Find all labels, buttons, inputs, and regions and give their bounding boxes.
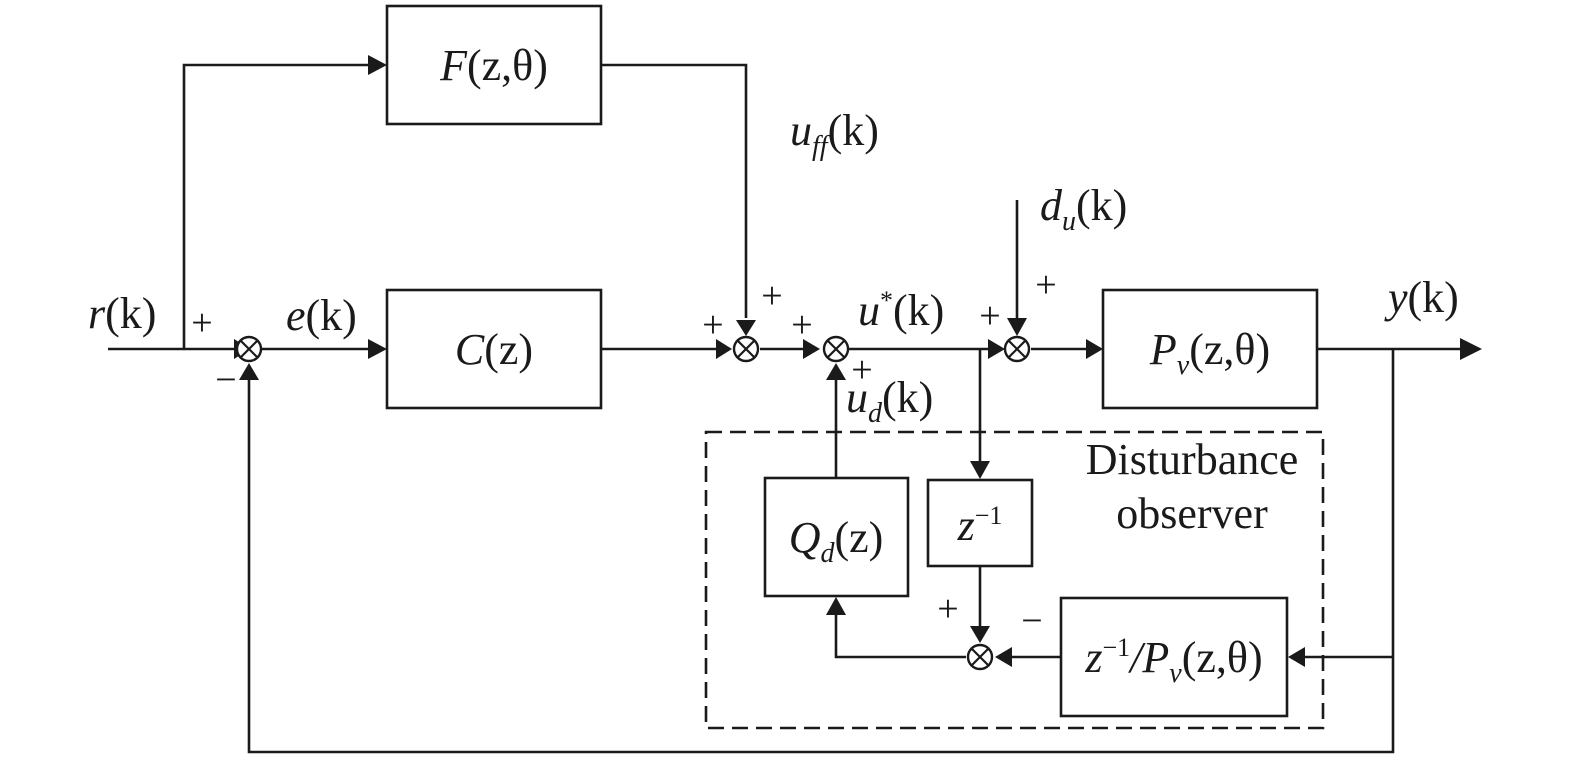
summing-junction-2 [732,335,760,363]
sign-plus-sum2-top: + [761,275,782,317]
feedforward-branch-wire [182,63,372,349]
arrowhead [1460,338,1482,360]
sign-plus-sum3-left: + [791,304,812,346]
input-disturbance-label: du(k) [1040,181,1127,237]
sign-plus-sum5-top: + [937,588,958,630]
summing-junction-1 [235,335,263,363]
arrowhead [716,339,732,359]
summing-junction-5 [966,643,994,671]
sign-plus-sum2-left: + [702,304,723,346]
observer-caption-line2: observer [1116,489,1268,538]
sign-plus-sum3-bottom: + [851,349,872,391]
summing-junction-4 [1003,335,1031,363]
plant-block [1101,288,1319,410]
feedforward-block [385,4,603,126]
output-signal-label: y(k) [1384,273,1459,322]
arrowhead [1288,647,1305,667]
arrowhead [803,339,820,359]
arrowhead [1086,339,1103,359]
sign-minus-sum5-right: − [1021,600,1042,642]
observer-caption-line1: Disturbance [1086,435,1299,484]
arrowhead [1007,318,1027,336]
feedback-wire [247,349,1395,754]
q-filter-block [763,476,910,598]
arrowhead [736,320,756,336]
inverse-model-label: z−1/Pv(z,θ) [1084,633,1262,689]
plant-label: Pv(z,θ) [1149,325,1270,381]
error-signal-label: e(k) [286,291,357,340]
sign-plus-sum4-left: + [979,295,1000,337]
arrowhead [368,55,387,75]
sign-minus-sum1: − [215,359,236,401]
feedforward-signal-label: uff(k) [790,106,879,162]
observer-error-wire [834,614,966,659]
reference-signal-label: r(k) [88,289,156,338]
arrowhead [826,597,846,615]
q-filter-label: Qd(z) [789,513,884,569]
controller-block [385,288,603,410]
controller-label: C(z) [455,325,533,374]
arrowhead [995,647,1012,667]
sign-plus-sum1: + [191,302,212,344]
arrowhead [239,363,259,380]
arrowhead [988,339,1005,359]
arrowhead [368,339,387,359]
feedforward-label: F(z,θ) [439,41,548,90]
control-signal-label: u*(k) [858,286,944,335]
delay-label: z−1 [957,501,1003,550]
arrowhead [826,363,846,380]
disturbance-estimate-label: ud(k) [846,373,933,429]
arrowhead [970,626,990,643]
arrowhead [970,461,990,479]
feedforward-output-wire [601,63,748,318]
sign-plus-sum4-top: + [1035,264,1056,306]
summing-junction-3 [822,335,850,363]
